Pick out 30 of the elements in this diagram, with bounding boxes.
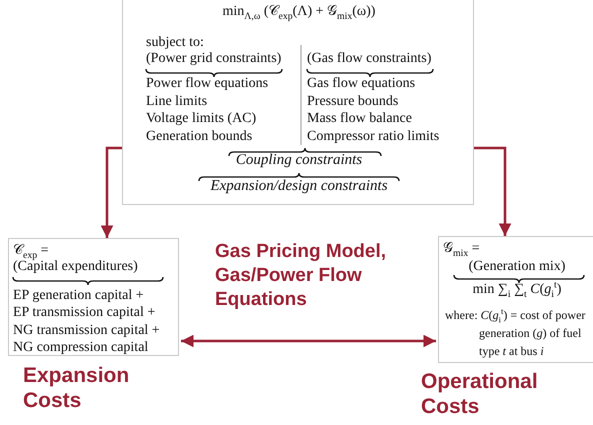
- text-line: (Gas flow constraints): [307, 50, 432, 67]
- caption-text: Expansion Costs: [23, 363, 130, 413]
- text-line: Voltage limits (AC): [146, 110, 256, 127]
- formula-box: [122, 0, 474, 205]
- text-line: NG transmission capital +: [13, 322, 160, 339]
- arrow: [474, 146, 512, 236]
- text-line: Gas flow equations: [307, 75, 416, 92]
- text-line: Generation bounds: [146, 128, 252, 145]
- text-line: Compressor ratio limits: [307, 128, 440, 145]
- formula-text: min$_{Λ,ω}$ (𝒞$_{exp}$(Λ) + 𝒢$_{mix}$(ω)): [222, 3, 376, 20]
- text-line: Expansion/design constraints: [209, 178, 389, 195]
- text-line: EP transmission capital +: [13, 304, 156, 321]
- caption-text: Operational Costs: [421, 369, 539, 419]
- text-line: NG compression capital: [13, 339, 148, 356]
- text-line: Pressure bounds: [307, 93, 398, 110]
- formula-text: 𝒞$_{exp}$ =: [13, 242, 49, 259]
- text-line: Line limits: [146, 93, 208, 110]
- text-line: subject to:: [146, 34, 204, 51]
- text-line: (Power grid constraints): [146, 50, 282, 67]
- arrow: [100, 146, 122, 238]
- text-line: Power flow equations: [146, 75, 268, 92]
- text-line: Mass flow balance: [307, 110, 412, 127]
- text-line: where: C(g$_{i}$$^{t}$) = cost of power generation (g) of fuel type t at bus i: [444, 306, 586, 360]
- text-line: (Generation mix): [468, 258, 566, 275]
- formula-text: 𝒢$_{mix}$ =: [443, 240, 480, 257]
- text-line: Coupling constraints: [234, 152, 364, 169]
- text-line: (Capital expenditures): [13, 259, 138, 275]
- text-line: min ∑$_{i}$ ∑$_{t}$ C(g$_{i}$$^{t}$): [472, 281, 562, 298]
- text-line: EP generation capital +: [13, 287, 144, 304]
- arrow: [181, 334, 436, 348]
